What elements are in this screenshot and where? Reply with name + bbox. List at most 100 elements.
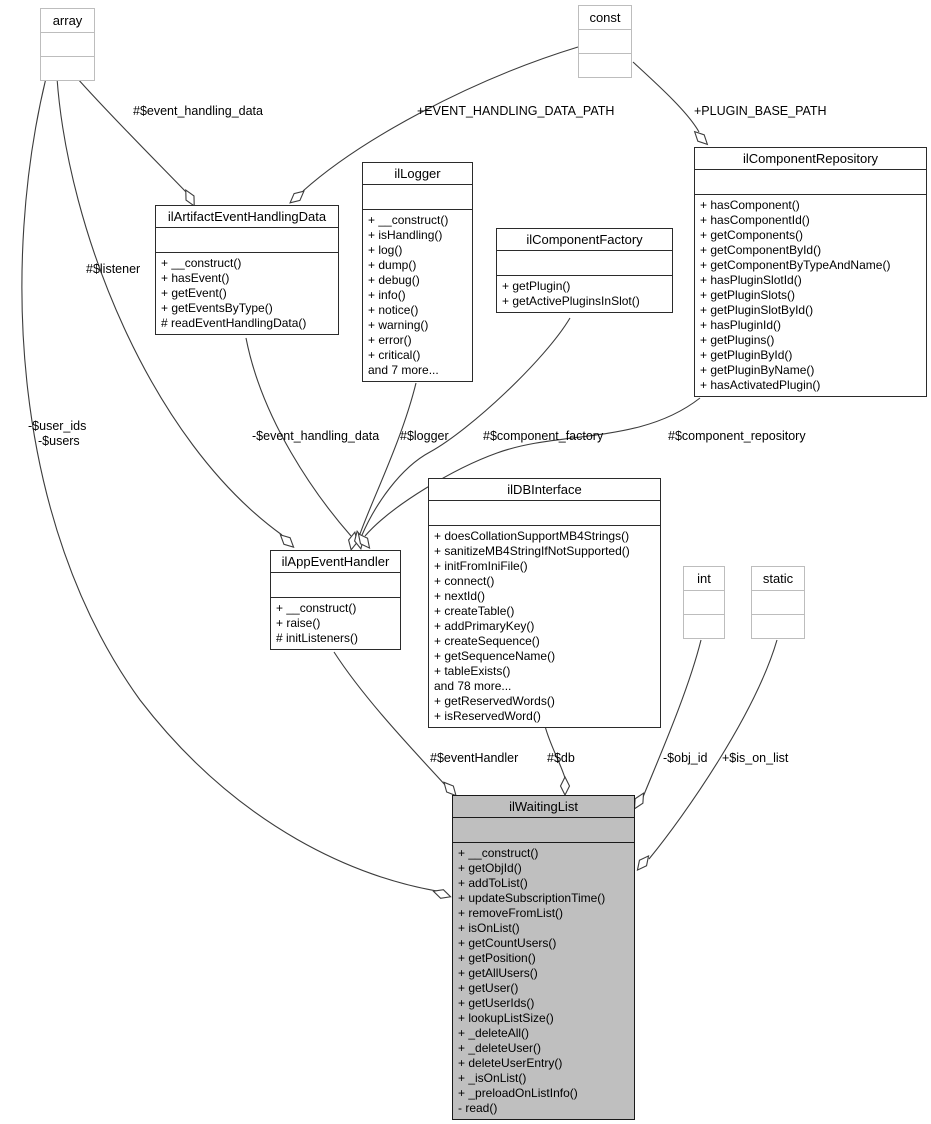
- method-item: and 78 more...: [434, 679, 512, 693]
- class-node-ilappeventhandler[interactable]: ilAppEventHandler + __construct()+ raise…: [270, 550, 401, 650]
- empty-attributes-compartment: [579, 30, 631, 53]
- class-node-illogger[interactable]: ilLogger + __construct()+ isHandling()+ …: [362, 162, 473, 382]
- edge-artifact-handler: [245, 337, 352, 537]
- aggregation-diamond: [693, 130, 709, 146]
- method-item: + getReservedWords(): [434, 694, 555, 708]
- edge-logger-handler: [359, 382, 417, 535]
- methods-list: + hasComponent()+ hasComponentId()+ getC…: [695, 195, 926, 396]
- class-node-const[interactable]: const: [578, 5, 632, 78]
- class-title: ilArtifactEventHandlingData: [156, 206, 338, 228]
- edge-const-repo: [632, 61, 700, 133]
- edge-repo-handler: [364, 397, 701, 537]
- edge-label-event-handling-data-attr: -$event_handling_data: [252, 429, 380, 443]
- method-item: + log(): [368, 243, 403, 257]
- method-item: + raise(): [276, 616, 321, 630]
- class-node-ilartifacteventhandlingdata[interactable]: ilArtifactEventHandlingData + __construc…: [155, 205, 339, 335]
- methods-list: + __construct()+ isHandling()+ log()+ du…: [363, 210, 472, 381]
- method-item: - read(): [458, 1101, 498, 1115]
- method-item: + _isOnList(): [458, 1071, 527, 1085]
- method-item: + __construct(): [276, 601, 357, 615]
- method-item: + __construct(): [368, 213, 449, 227]
- method-item: + addToList(): [458, 876, 528, 890]
- empty-attributes-compartment: [497, 251, 672, 276]
- empty-methods-compartment: [752, 614, 804, 638]
- class-node-ildbinterface[interactable]: ilDBInterface + doesCollationSupportMB4S…: [428, 478, 661, 728]
- method-item: + getCountUsers(): [458, 936, 557, 950]
- empty-methods-compartment: [41, 56, 94, 80]
- method-item: + _preloadOnListInfo(): [458, 1086, 578, 1100]
- method-item: + hasPluginSlotId(): [700, 273, 802, 287]
- method-item: + lookupListSize(): [458, 1011, 554, 1025]
- method-item: + sanitizeMB4StringIfNotSupported(): [434, 544, 630, 558]
- edge-label-obj-id: -$obj_id: [663, 751, 708, 765]
- class-title: array: [41, 9, 94, 33]
- method-item: + createSequence(): [434, 634, 540, 648]
- edge-label-listener: #$listener: [86, 262, 141, 276]
- method-item: + _deleteUser(): [458, 1041, 542, 1055]
- edge-label-logger: #$logger: [400, 429, 449, 443]
- edge-label-component-factory: #$component_factory: [483, 429, 604, 443]
- empty-attributes-compartment: [684, 591, 724, 614]
- edge-int-waitinglist: [642, 639, 702, 798]
- method-item: + connect(): [434, 574, 495, 588]
- class-node-static[interactable]: static: [751, 566, 805, 639]
- method-item: + getEvent(): [161, 286, 227, 300]
- method-item: + addPrimaryKey(): [434, 619, 535, 633]
- method-item: + getComponentByTypeAndName(): [700, 258, 891, 272]
- method-item: + getUser(): [458, 981, 519, 995]
- method-item: + debug(): [368, 273, 420, 287]
- aggregation-diamond: [559, 775, 571, 797]
- edge-label-user-ids: -$user_ids: [28, 419, 87, 433]
- method-item: + __construct(): [161, 256, 242, 270]
- method-item: + getComponents(): [700, 228, 804, 242]
- class-node-ilcomponentrepository[interactable]: ilComponentRepository + hasComponent()+ …: [694, 147, 927, 397]
- method-item: + dump(): [368, 258, 417, 272]
- class-title: ilComponentFactory: [497, 229, 672, 251]
- class-node-int[interactable]: int: [683, 566, 725, 639]
- method-item: + hasPluginId(): [700, 318, 782, 332]
- method-item: + getActivePluginsInSlot(): [502, 294, 640, 308]
- method-item: + getPluginSlots(): [700, 288, 796, 302]
- method-item: + getPluginSlotById(): [700, 303, 814, 317]
- method-item: + getObjId(): [458, 861, 522, 875]
- edge-factory-handler: [361, 317, 571, 536]
- method-item: + createTable(): [434, 604, 515, 618]
- edge-db-waitinglist: [544, 725, 566, 779]
- class-title: ilAppEventHandler: [271, 551, 400, 573]
- edge-const-artifact: [302, 46, 579, 192]
- method-item: + getAllUsers(): [458, 966, 538, 980]
- method-item: + getEventsByType(): [161, 301, 273, 315]
- class-title: const: [579, 6, 631, 30]
- edge-label-is-on-list: +$is_on_list: [722, 751, 789, 765]
- edge-handler-waitinglist: [333, 651, 447, 787]
- method-item: + getPlugin(): [502, 279, 571, 293]
- edge-array-waitinglist: [21, 77, 438, 892]
- method-item: + getComponentById(): [700, 243, 822, 257]
- method-item: + doesCollationSupportMB4Strings(): [434, 529, 630, 543]
- class-node-array[interactable]: array: [40, 8, 95, 81]
- empty-methods-compartment: [684, 614, 724, 638]
- method-item: + isReservedWord(): [434, 709, 541, 723]
- class-title: ilLogger: [363, 163, 472, 185]
- aggregation-diamond: [289, 190, 305, 204]
- empty-attributes-compartment: [156, 228, 338, 253]
- method-item: + initFromIniFile(): [434, 559, 528, 573]
- method-item: + warning(): [368, 318, 429, 332]
- class-node-ilwaitinglist-current[interactable]: ilWaitingList + __construct()+ getObjId(…: [452, 795, 635, 1120]
- edge-static-waitinglist: [648, 639, 778, 860]
- method-item: # initListeners(): [276, 631, 359, 645]
- method-item: + deleteUserEntry(): [458, 1056, 563, 1070]
- empty-attributes-compartment: [41, 33, 94, 56]
- method-item: + isOnList(): [458, 921, 520, 935]
- edge-array-handler: [56, 77, 283, 536]
- aggregation-diamond: [636, 854, 650, 872]
- method-item: + hasComponentId(): [700, 213, 810, 227]
- empty-attributes-compartment: [363, 185, 472, 210]
- method-item: + notice(): [368, 303, 419, 317]
- class-node-ilcomponentfactory[interactable]: ilComponentFactory + getPlugin()+ getAct…: [496, 228, 673, 313]
- method-item: # readEventHandlingData(): [161, 316, 307, 330]
- class-title: ilDBInterface: [429, 479, 660, 501]
- methods-list: + __construct()+ raise()# initListeners(…: [271, 598, 400, 649]
